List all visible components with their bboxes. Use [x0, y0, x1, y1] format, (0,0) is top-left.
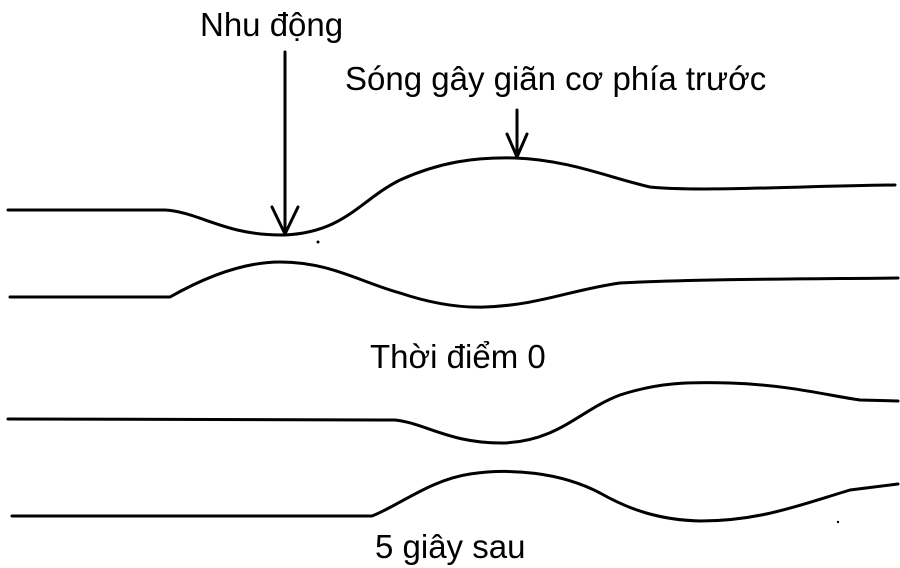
peristalsis-arrowhead [270, 205, 300, 236]
wall-upper-5s-later [6, 381, 900, 445]
time-zero-label: Thời điểm 0 [370, 338, 546, 375]
scan-speck [836, 520, 840, 524]
five-seconds-later-label: 5 giây sau [375, 528, 526, 565]
wall-lower-5s-later [10, 469, 900, 523]
scan-speck [316, 240, 320, 244]
wall-upper-time-0 [6, 156, 897, 237]
relaxation-wave-arrowhead [505, 132, 529, 159]
relaxation-wave-label: Sóng gây giãn cơ phía trước [345, 60, 767, 97]
wall-lower-time-0 [8, 260, 900, 309]
peristalsis-label: Nhu động [200, 6, 344, 43]
